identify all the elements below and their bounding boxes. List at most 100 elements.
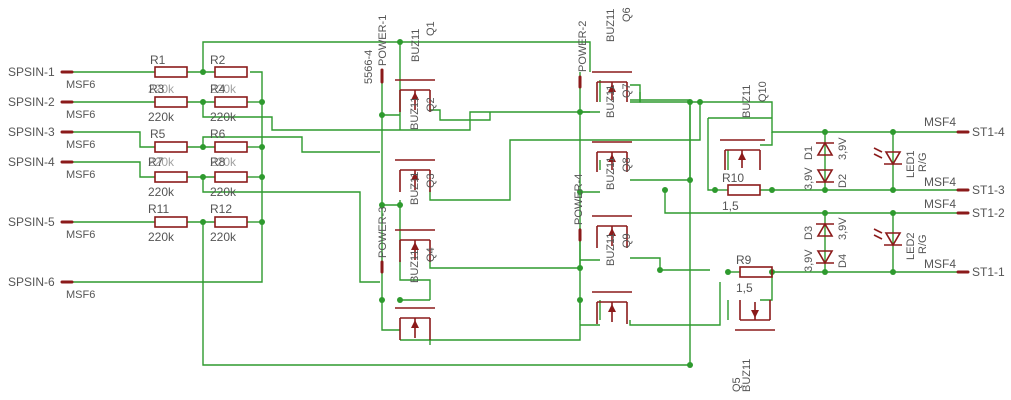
resistor-value: 220k [148, 110, 175, 124]
input-label: SPSIN-6 [8, 275, 55, 289]
diode-d3 [816, 222, 834, 237]
input-conn-label: MSF6 [66, 289, 95, 301]
output-label: ST1-3 [972, 183, 1005, 197]
mosfet-name: Q6 [621, 7, 633, 22]
mosfet-type: BUZ11 [409, 250, 421, 283]
resistor-name: R6 [210, 127, 226, 141]
input-conn-label: MSF6 [66, 229, 95, 241]
resistor-name: R3 [149, 82, 165, 96]
output-conn-label: MSF4 [924, 257, 956, 271]
mosfet-name: Q4 [425, 247, 437, 262]
resistor-r4 [214, 96, 248, 108]
resistor-name: R12 [210, 202, 232, 216]
resistor-name: R5 [150, 127, 166, 141]
power-pins: 5566-4 POWER-1 POWER-2 POWER-3 POWER-4 [363, 15, 589, 274]
resistor-name: R8 [210, 155, 226, 169]
mosfet-q5 [735, 300, 775, 331]
mosfet-q2 [395, 159, 435, 192]
mosfet-q8 [592, 215, 632, 248]
mosfet-type: BUZ11 [605, 157, 617, 190]
led-type: R/G [917, 234, 929, 254]
resistor-value: 220k [148, 185, 175, 199]
input-conn-label: MSF6 [66, 169, 95, 181]
resistor-value: 220k [210, 155, 237, 169]
junctions [200, 39, 896, 368]
mosfet-type: BUZ11 [741, 359, 753, 392]
power-label: POWER-4 [573, 174, 585, 225]
mosfet-type: BUZ11 [605, 9, 617, 42]
input-conn-label: MSF6 [66, 139, 95, 151]
input-conn-label: MSF6 [66, 79, 95, 91]
resistor-name: R1 [150, 53, 166, 67]
output-conn-label: MSF4 [924, 197, 956, 211]
diode-name: D3 [803, 226, 815, 240]
mosfet-type: BUZ11 [741, 85, 753, 118]
input-label: SPSIN-5 [8, 215, 55, 229]
power-label: POWER-2 [577, 21, 589, 72]
output-connectors: ST1-4 MSF4 ST1-3 MSF4 ST1-2 MSF4 ST1-1 M… [924, 115, 1005, 279]
mosfet-q9 [592, 291, 632, 324]
shunt-resistors: R10 1,5 R9 1,5 [722, 171, 773, 295]
resistor-value: 1,5 [736, 281, 753, 295]
power-label: POWER-3 [377, 207, 389, 258]
resistor-value: 220k [210, 185, 237, 199]
mosfet-name: Q7 [621, 83, 633, 98]
resistor-r2 [214, 66, 248, 78]
mosfet-type: BUZ11 [605, 233, 617, 266]
mosfet-name: Q10 [757, 81, 769, 102]
resistor-value: 220k [148, 82, 175, 96]
output-label: ST1-2 [972, 206, 1005, 220]
wires [70, 41, 960, 366]
mosfet-type: BUZ11 [605, 85, 617, 118]
input-label: SPSIN-3 [8, 125, 55, 139]
resistor-r5 [154, 141, 188, 153]
mosfet-q7 [592, 141, 632, 172]
resistor-r1 [154, 66, 188, 78]
mosfet-q10 [720, 139, 765, 170]
resistor-r6 [214, 141, 248, 153]
mosfet-q4 [395, 307, 435, 340]
led-led1 [873, 147, 902, 166]
mosfet-type: BUZ11 [409, 97, 421, 130]
resistor-value: 220k [210, 110, 237, 124]
led-led2 [873, 228, 902, 247]
led-name: LED2 [905, 232, 917, 260]
diode-value: 3,9V [837, 217, 849, 240]
diode-value: 3,9V [837, 137, 849, 160]
resistor-r11 [154, 216, 188, 228]
diode-name: D1 [803, 146, 815, 160]
mosfet-name: Q2 [425, 97, 437, 112]
resistors: R1 R2 R3 R4 220k 220k 220k 220k R5 R6 R7… [148, 53, 248, 244]
mosfet-name: Q3 [425, 173, 437, 188]
output-conn-label: MSF4 [924, 175, 956, 189]
mosfet-name: Q1 [425, 21, 437, 36]
mosfet-type: BUZ11 [409, 172, 421, 205]
resistor-name: R9 [736, 253, 752, 267]
diode-value: 3,9V [803, 249, 815, 272]
mosfet-q3 [395, 229, 435, 262]
input-label: SPSIN-1 [8, 65, 55, 79]
resistor-name: R4 [210, 82, 226, 96]
input-connectors: SPSIN-1 MSF6 SPSIN-2 MSF6 SPSIN-3 MSF6 S… [8, 65, 95, 301]
mosfet-q1 [395, 79, 435, 112]
led-name: LED1 [905, 150, 917, 178]
power-label: POWER-1 [377, 15, 389, 66]
diode-d4 [816, 250, 834, 265]
diode-d1 [816, 141, 834, 156]
resistor-r8 [214, 171, 248, 183]
resistor-name: R10 [722, 171, 744, 185]
input-label: SPSIN-4 [8, 155, 55, 169]
resistor-r3 [154, 96, 188, 108]
resistor-r7 [154, 171, 188, 183]
mosfet-name: Q9 [621, 233, 633, 248]
diode-d2 [816, 169, 834, 184]
resistor-value: 220k [210, 230, 237, 244]
resistor-value: 220k [210, 82, 237, 96]
resistor-r12 [214, 216, 248, 228]
mosfet-q6 [592, 71, 632, 102]
resistor-value: 220k [148, 230, 175, 244]
resistor-name: R11 [148, 202, 169, 216]
resistor-r10 [727, 184, 761, 196]
resistor-r9 [739, 266, 773, 278]
